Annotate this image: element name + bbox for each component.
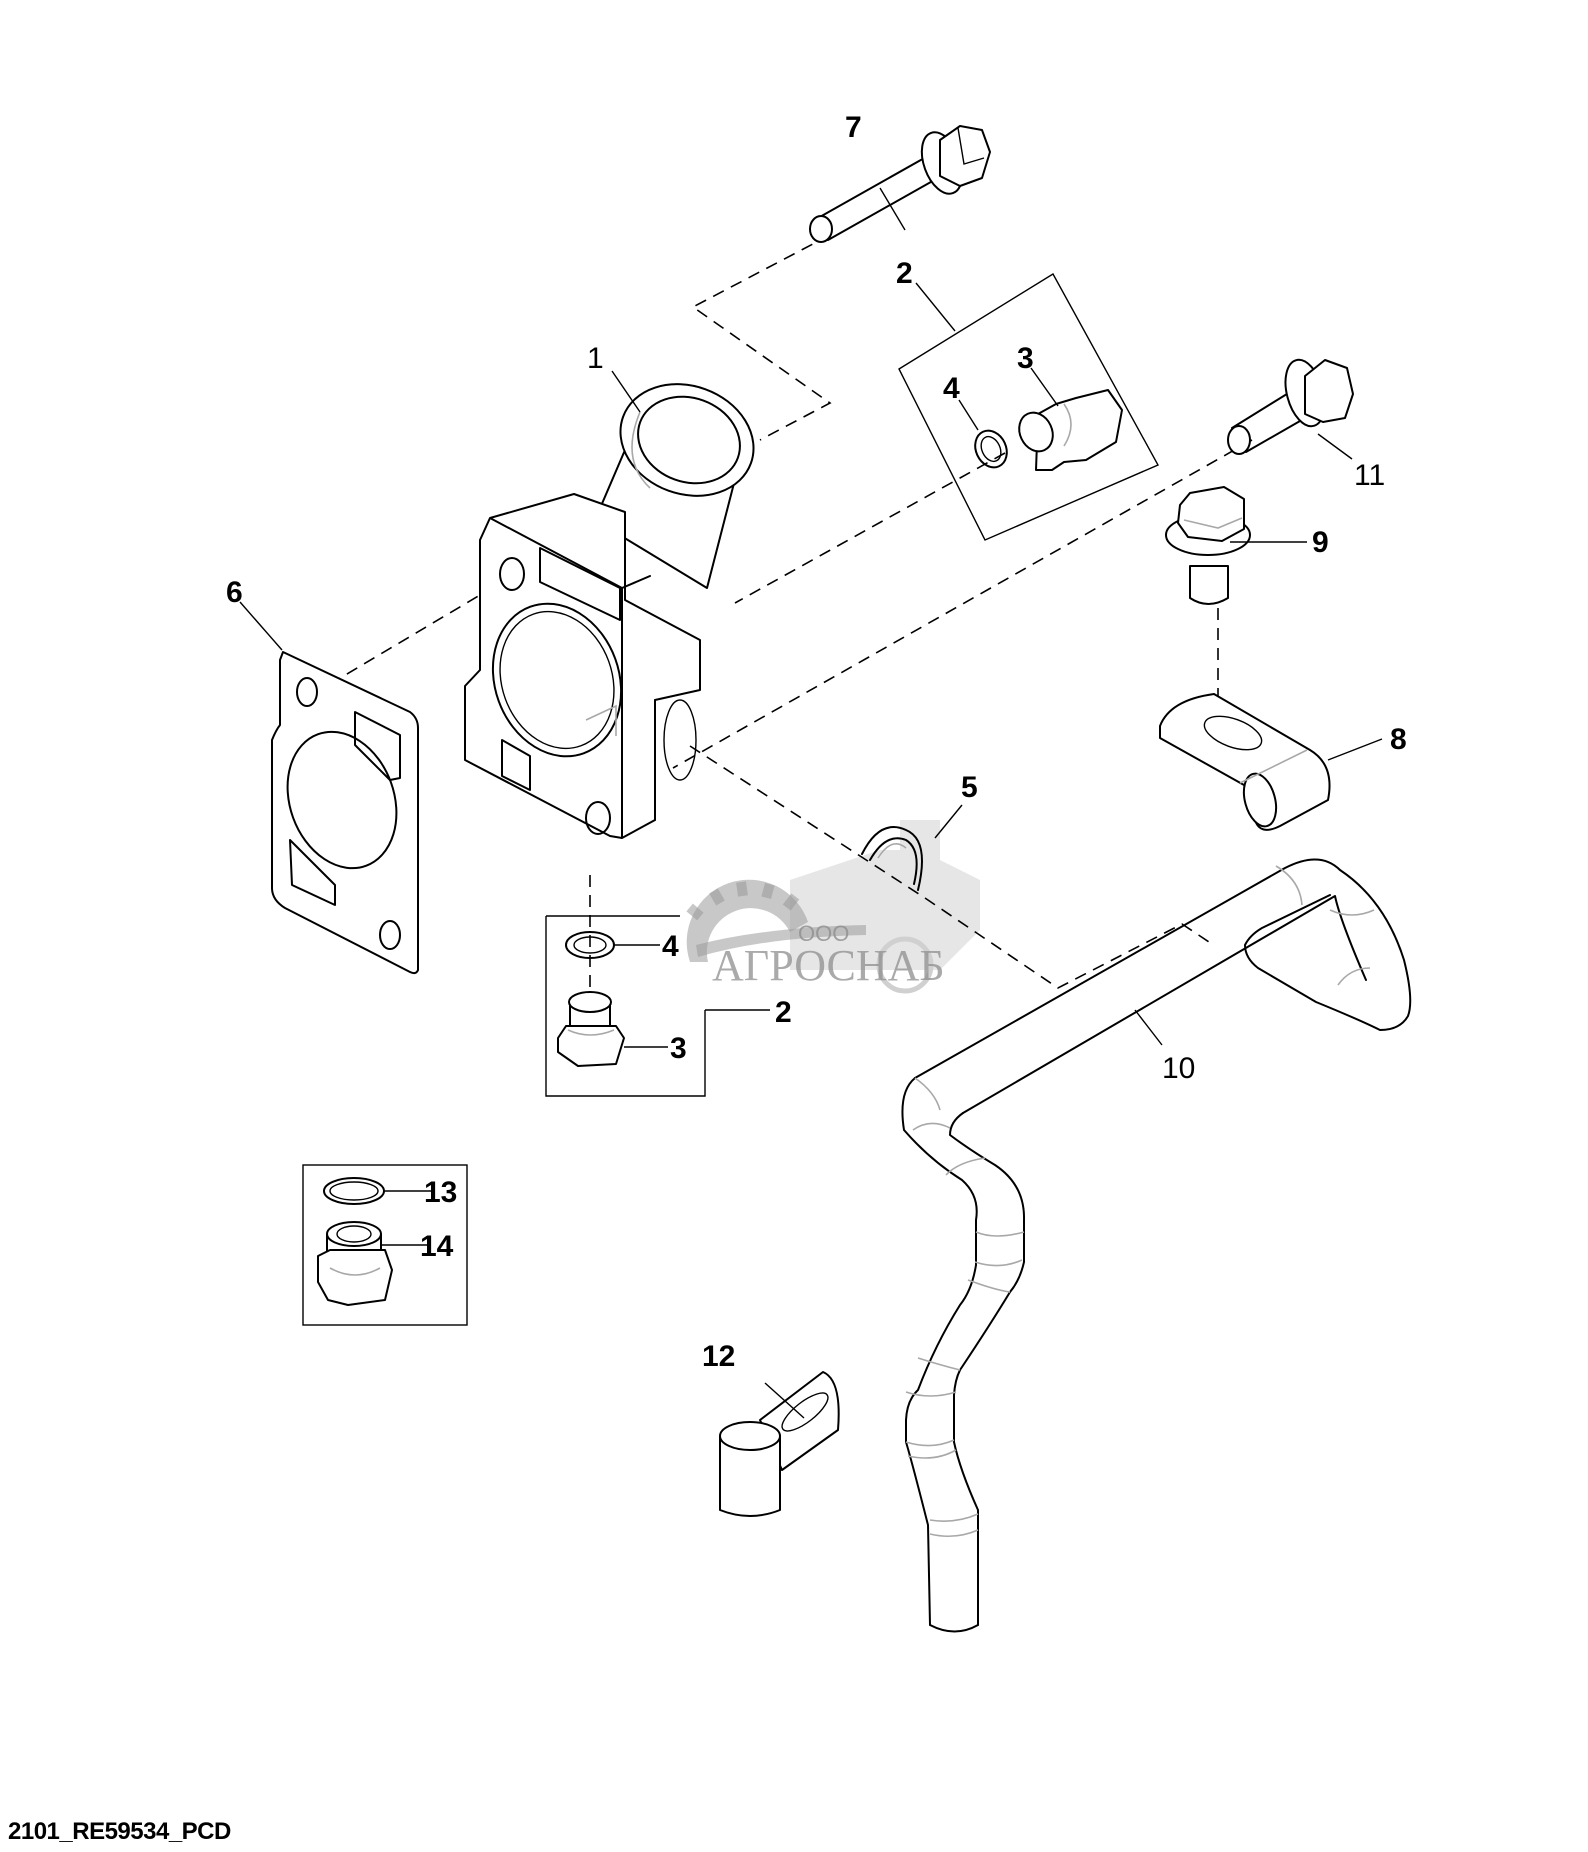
callout-4-upper: 4 xyxy=(943,372,960,405)
callout-13: 13 xyxy=(424,1176,457,1209)
callout-8: 8 xyxy=(1390,723,1407,756)
part-10-tube xyxy=(901,858,1412,1633)
callout-10: 10 xyxy=(1162,1052,1195,1085)
callout-1: 1 xyxy=(587,342,604,375)
callout-2-lower: 2 xyxy=(775,996,792,1029)
callout-7: 7 xyxy=(845,111,862,144)
callout-2-upper: 2 xyxy=(896,257,913,290)
callout-4-lower: 4 xyxy=(662,930,679,963)
watermark-logo: ООО АГРОСНАБ xyxy=(686,820,980,994)
part-11-bolt xyxy=(1227,358,1354,455)
part-12-clip xyxy=(719,1371,840,1517)
leader-lines xyxy=(239,187,1383,1419)
watermark-gear-icon xyxy=(686,879,808,962)
drawing-id: 2101_RE59534_PCD xyxy=(8,1818,231,1845)
part-9-bolt xyxy=(1165,486,1251,605)
plug-kit-lower xyxy=(545,915,706,1097)
callout-5: 5 xyxy=(961,771,978,804)
watermark-prefix: ООО xyxy=(798,921,849,946)
callout-3-upper: 3 xyxy=(1017,342,1034,375)
part-6-gasket xyxy=(271,651,419,975)
part-7-bolt xyxy=(809,125,991,243)
assembly-lines xyxy=(324,234,1253,1050)
watermark-brand: АГРОСНАБ xyxy=(712,941,945,990)
callout-3-lower: 3 xyxy=(670,1032,687,1065)
callout-11: 11 xyxy=(1354,459,1385,492)
plug-kit-alt xyxy=(302,1164,468,1326)
part-8-clamp xyxy=(1159,693,1331,831)
part-1-housing xyxy=(464,383,755,839)
callout-6: 6 xyxy=(226,576,243,609)
callout-14: 14 xyxy=(420,1230,454,1263)
callout-9: 9 xyxy=(1312,526,1329,559)
callout-12: 12 xyxy=(702,1340,735,1373)
plug-kit-upper xyxy=(898,273,1159,541)
part-5-seal xyxy=(861,826,923,891)
callout-labels: 1 2 3 4 5 6 7 8 9 10 11 2 3 4 12 13 14 xyxy=(226,111,1407,1373)
